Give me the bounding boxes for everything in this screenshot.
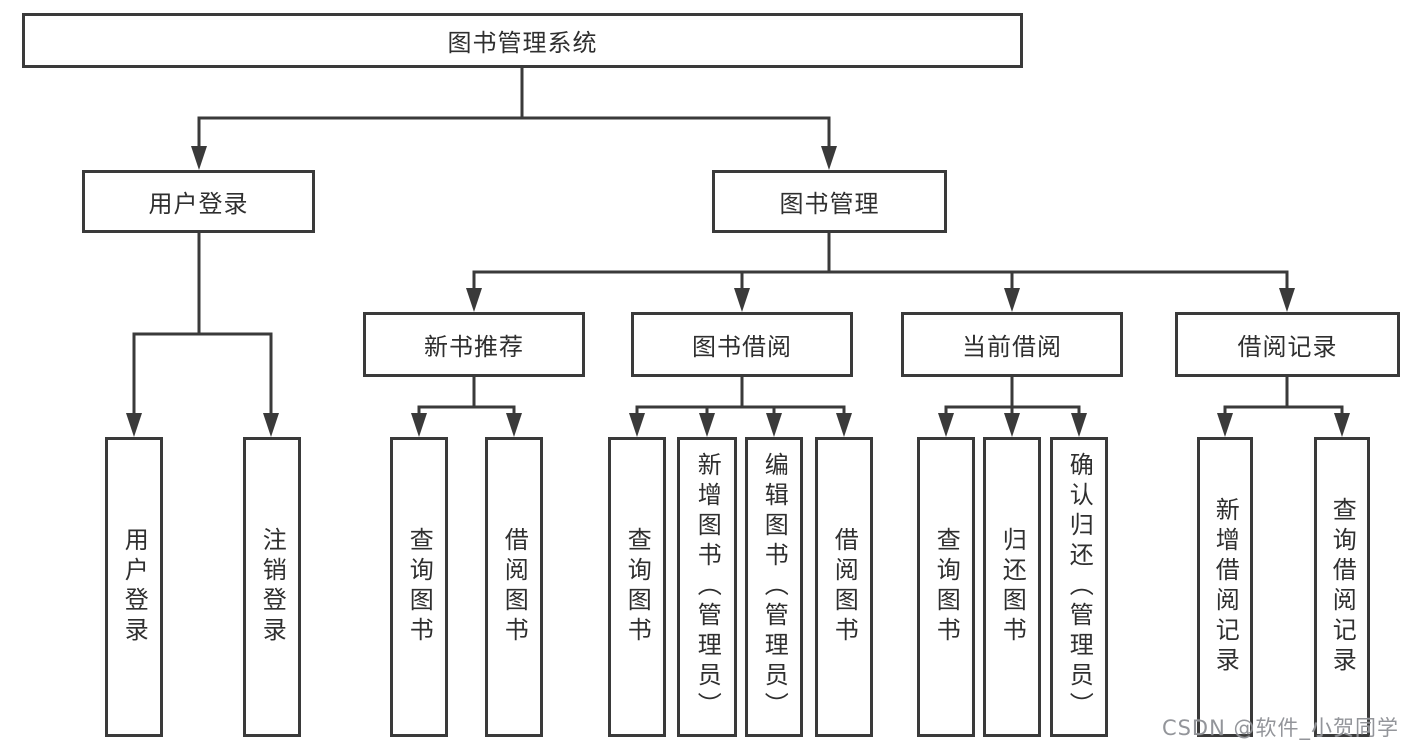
leaf-query-borrow-record-label: 查询借阅记录 — [1328, 497, 1357, 677]
arrow-down-icon — [836, 413, 852, 437]
arrow-down-icon — [1279, 288, 1295, 312]
leaf-query-borrow-record: 查询借阅记录 — [1314, 437, 1370, 737]
arrow-down-icon — [126, 413, 142, 437]
node-root-label: 图书管理系统 — [447, 29, 598, 57]
arrow-down-icon — [506, 413, 522, 437]
connector-lines — [132, 68, 1344, 418]
node-borrowing-records-label: 借阅记录 — [1237, 333, 1338, 361]
leaf-add-books-admin-label: 新增图书（管理员） — [693, 452, 722, 722]
node-root: 图书管理系统 — [22, 13, 1023, 68]
leaf-query-books-3-label: 查询图书 — [932, 527, 961, 647]
leaf-query-books-1: 查询图书 — [390, 437, 448, 737]
leaf-add-borrow-record: 新增借阅记录 — [1197, 437, 1253, 737]
arrow-down-icon — [1071, 413, 1087, 437]
arrow-down-icon — [1334, 413, 1350, 437]
arrow-down-icon — [1004, 288, 1020, 312]
node-book-borrowing-label: 图书借阅 — [692, 333, 792, 361]
leaf-confirm-return-admin: 确认归还（管理员） — [1050, 437, 1108, 737]
leaf-edit-books-admin-label: 编辑图书（管理员） — [760, 452, 789, 722]
arrow-down-icon — [938, 413, 954, 437]
leaf-borrow-books-1: 借阅图书 — [485, 437, 543, 737]
node-current-borrowing: 当前借阅 — [901, 312, 1123, 377]
node-book-management-label: 图书管理 — [779, 190, 880, 218]
node-book-borrowing: 图书借阅 — [631, 312, 853, 377]
arrow-down-icon — [766, 413, 782, 437]
arrow-down-icon — [1217, 413, 1233, 437]
leaf-borrow-books-1-label: 借阅图书 — [500, 527, 529, 647]
node-new-book-recommend: 新书推荐 — [363, 312, 585, 377]
leaf-add-borrow-record-label: 新增借阅记录 — [1211, 497, 1240, 677]
arrow-down-icon — [191, 146, 207, 170]
arrow-down-icon — [263, 413, 279, 437]
leaf-return-books: 归还图书 — [983, 437, 1041, 737]
leaf-query-books-1-label: 查询图书 — [405, 527, 434, 647]
arrow-down-icon — [734, 288, 750, 312]
leaf-return-books-label: 归还图书 — [998, 527, 1027, 647]
node-book-management: 图书管理 — [712, 170, 947, 233]
leaf-borrow-books-2: 借阅图书 — [815, 437, 873, 737]
node-user-login-label: 用户登录 — [148, 190, 249, 218]
node-new-book-recommend-label: 新书推荐 — [424, 333, 524, 361]
csdn-watermark: CSDN @软件_小贺同学 — [1161, 716, 1399, 740]
arrow-down-icon — [629, 413, 645, 437]
leaf-user-login: 用户登录 — [105, 437, 163, 737]
leaf-query-books-2: 查询图书 — [608, 437, 666, 737]
leaf-logout-label: 注销登录 — [258, 527, 287, 647]
leaf-add-books-admin: 新增图书（管理员） — [677, 437, 737, 737]
leaf-confirm-return-admin-label: 确认归还（管理员） — [1065, 452, 1094, 722]
leaf-query-books-2-label: 查询图书 — [623, 527, 652, 647]
arrowhead-icons — [126, 146, 1350, 437]
arrow-down-icon — [411, 413, 427, 437]
leaf-borrow-books-2-label: 借阅图书 — [830, 527, 859, 647]
leaf-query-books-3: 查询图书 — [917, 437, 975, 737]
node-current-borrowing-label: 当前借阅 — [962, 333, 1062, 361]
leaf-logout: 注销登录 — [243, 437, 301, 737]
node-borrowing-records: 借阅记录 — [1175, 312, 1400, 377]
node-user-login: 用户登录 — [82, 170, 315, 233]
arrow-down-icon — [699, 413, 715, 437]
arrow-down-icon — [1004, 413, 1020, 437]
leaf-user-login-label: 用户登录 — [120, 527, 149, 647]
arrow-down-icon — [821, 146, 837, 170]
arrow-down-icon — [466, 288, 482, 312]
leaf-edit-books-admin: 编辑图书（管理员） — [745, 437, 803, 737]
